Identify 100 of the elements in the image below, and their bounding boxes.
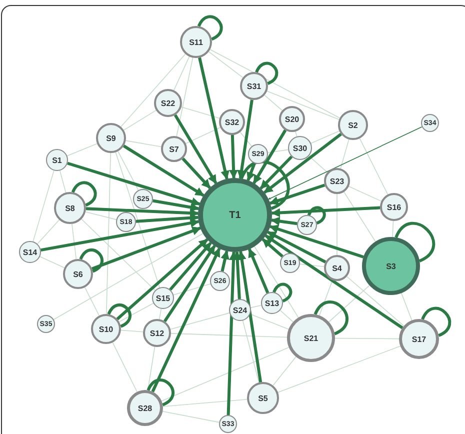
connector-line xyxy=(125,140,162,148)
node-circle: S23 xyxy=(324,168,350,194)
connector-line xyxy=(334,338,400,340)
arrow xyxy=(248,248,270,294)
arrow xyxy=(136,213,199,223)
node-circle: S20 xyxy=(279,106,305,132)
self-loop xyxy=(197,15,223,41)
self-loop xyxy=(307,206,326,225)
arrow xyxy=(229,134,238,179)
arrow xyxy=(260,156,293,190)
connector-line xyxy=(280,310,294,322)
connector-line xyxy=(328,285,370,322)
connector-line xyxy=(170,333,288,338)
connector-line xyxy=(310,130,340,144)
node-circle: S5 xyxy=(247,382,279,414)
node-circle: S17 xyxy=(399,319,439,359)
connector-line xyxy=(400,292,412,321)
connector-line xyxy=(266,90,340,120)
connector-line xyxy=(162,398,248,407)
node-circle: S15 xyxy=(152,287,174,309)
connector-line xyxy=(278,346,401,393)
connector-line xyxy=(123,110,156,131)
self-loop xyxy=(255,62,278,85)
connector-line xyxy=(250,314,290,330)
self-loop xyxy=(421,306,452,337)
arrow xyxy=(198,57,230,180)
connector-line xyxy=(85,211,117,220)
connector-line xyxy=(32,170,54,242)
self-loop xyxy=(79,248,104,273)
node-circle: S21 xyxy=(287,314,335,362)
connector-line xyxy=(242,320,260,383)
connector-line xyxy=(185,127,221,144)
arrow xyxy=(122,144,204,197)
self-loop xyxy=(240,160,290,210)
connector-line xyxy=(254,246,299,318)
arrow xyxy=(268,126,422,200)
node-circle: S32 xyxy=(219,109,245,135)
node-circle: S6 xyxy=(63,259,93,289)
connector-line xyxy=(173,56,190,91)
connector-line xyxy=(318,280,333,316)
node-circle: S22 xyxy=(154,89,182,117)
arrow xyxy=(116,238,208,320)
connector-line xyxy=(66,143,98,156)
connector-line xyxy=(359,138,388,195)
arrow xyxy=(262,238,284,258)
node-circle: S9 xyxy=(96,123,126,153)
arrow xyxy=(237,100,254,180)
connector-line xyxy=(176,57,194,137)
self-loop xyxy=(272,282,292,302)
arrow xyxy=(232,251,242,300)
connector-line xyxy=(170,312,230,330)
arrow xyxy=(92,226,202,270)
self-loop xyxy=(314,300,348,336)
arrow xyxy=(163,245,216,322)
node-circle: T1 xyxy=(198,178,272,252)
connector-line xyxy=(210,49,340,118)
node-circle: S28 xyxy=(127,390,163,426)
arrow xyxy=(86,207,199,218)
arrow xyxy=(174,114,218,184)
connector-line xyxy=(158,308,162,320)
connector-line xyxy=(161,346,290,402)
node-circle: S11 xyxy=(180,26,212,58)
node-circle: S13 xyxy=(261,292,283,314)
node-circle: S14 xyxy=(19,241,41,263)
connector-line xyxy=(59,170,66,193)
self-loop xyxy=(394,222,436,262)
connector-line xyxy=(340,139,350,169)
arrow xyxy=(269,184,326,205)
arrow xyxy=(252,129,287,184)
node-circle: S1 xyxy=(46,149,68,171)
node-circle: S7 xyxy=(161,136,187,162)
arrow xyxy=(40,218,200,252)
connector-line xyxy=(115,152,160,288)
node-circle: S3 xyxy=(362,237,420,295)
connector-line xyxy=(250,304,262,308)
node-circle: S16 xyxy=(380,193,408,221)
connector-line xyxy=(268,149,289,153)
arrow xyxy=(182,158,211,189)
arrow xyxy=(264,234,404,330)
arrow xyxy=(269,224,364,258)
connector-line xyxy=(308,156,328,173)
node-circle: S12 xyxy=(143,319,171,347)
connector-line xyxy=(118,302,154,322)
connector-line xyxy=(118,150,139,191)
node-circle: S8 xyxy=(54,192,86,224)
connector-line xyxy=(53,233,204,320)
arrow xyxy=(151,248,221,392)
self-loop xyxy=(107,304,132,328)
connector-line xyxy=(348,186,382,202)
connector-line xyxy=(392,220,394,238)
connector-line xyxy=(120,54,186,128)
connector-line xyxy=(162,411,220,423)
arrow xyxy=(152,199,200,212)
node-circle: S30 xyxy=(288,136,312,160)
connector-line xyxy=(272,356,296,386)
connector-line xyxy=(344,192,376,242)
arrow xyxy=(270,216,298,226)
arrow xyxy=(237,250,262,382)
self-loop xyxy=(71,181,97,207)
node-circle: S24 xyxy=(229,299,251,321)
